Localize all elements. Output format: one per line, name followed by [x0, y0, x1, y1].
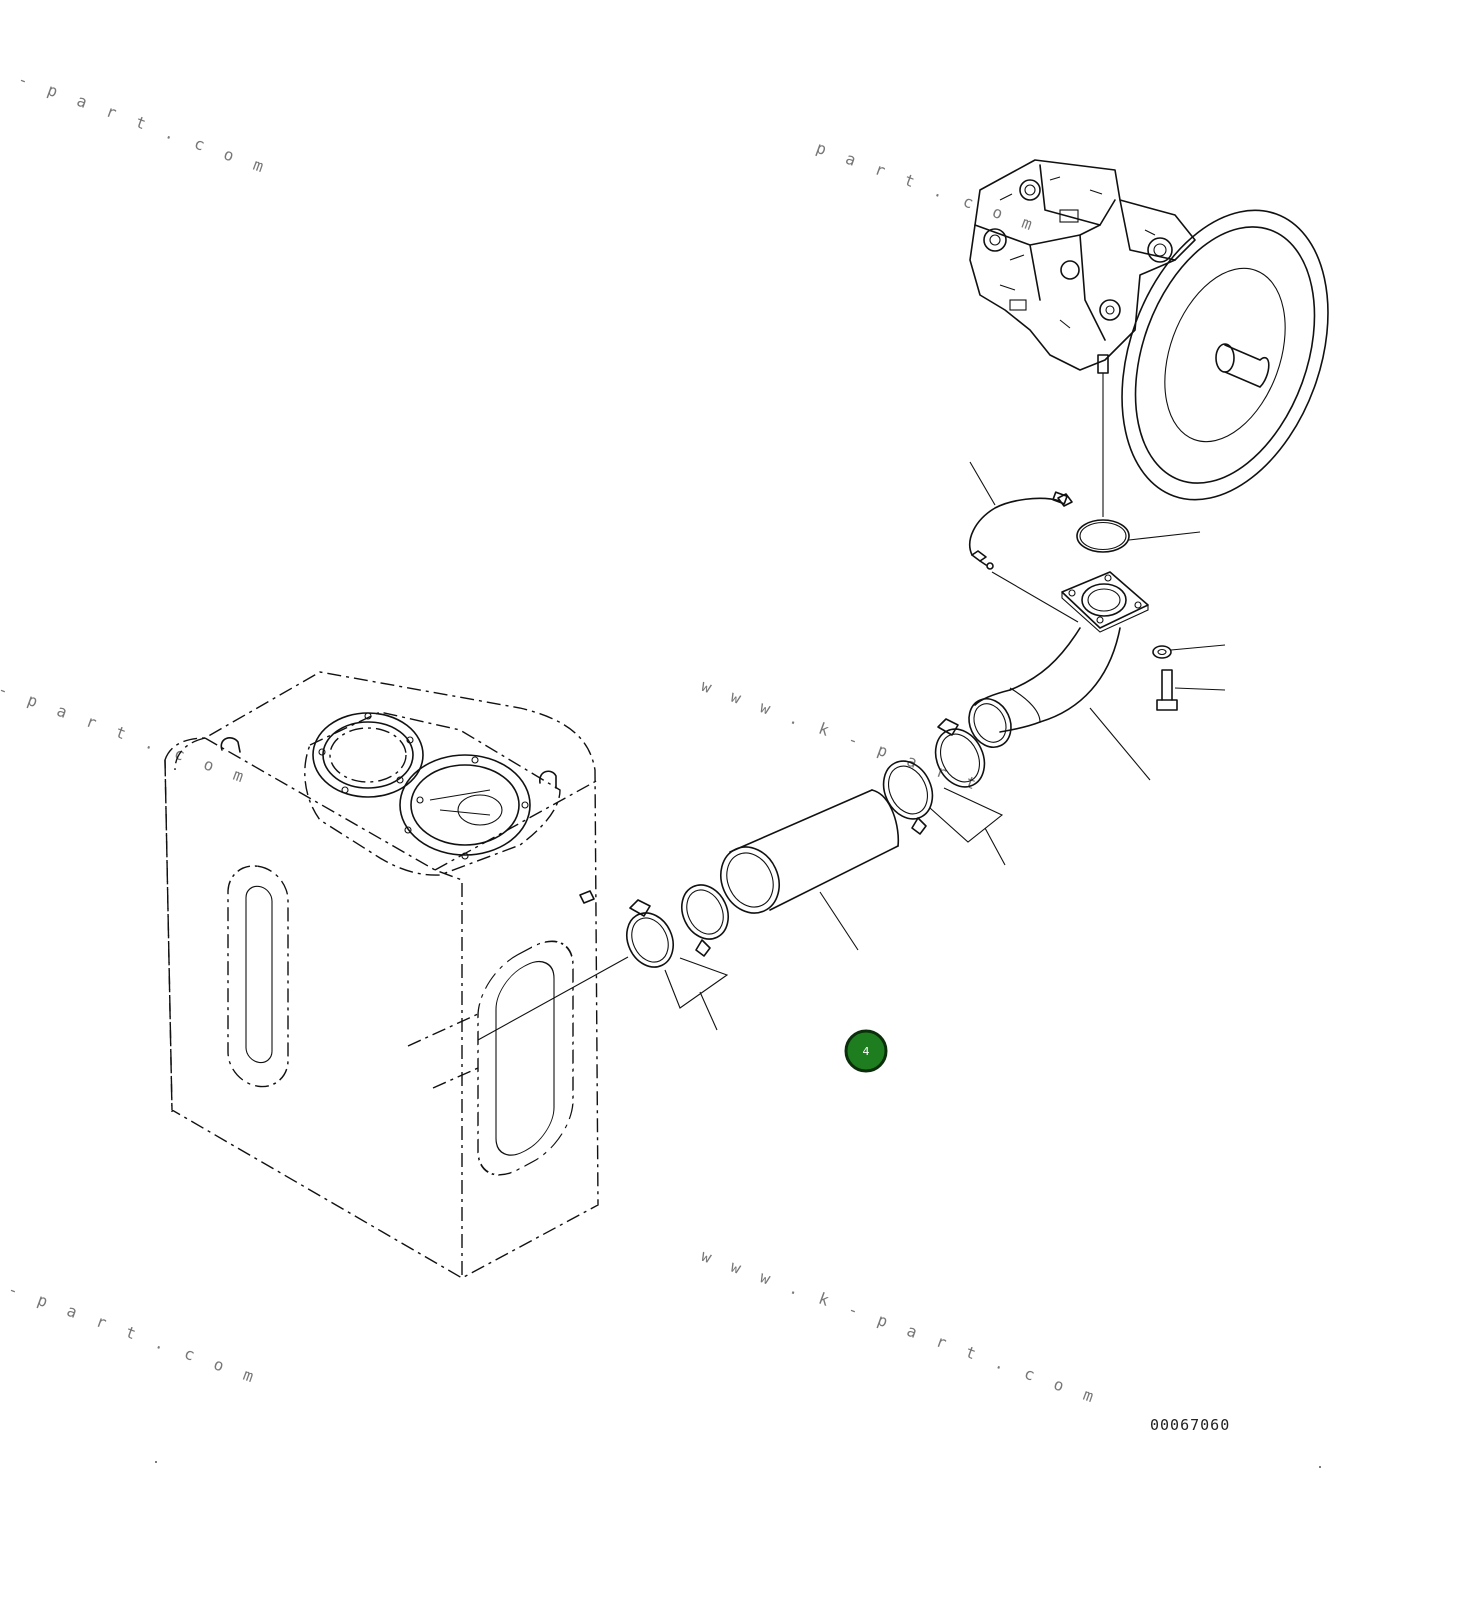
drawing-code: 00067060: [1150, 1416, 1230, 1434]
callout-badge-4[interactable]: 4: [844, 1029, 888, 1073]
watermark-text: w w w . k - p a r t . c o m: [0, 16, 272, 178]
watermark-text: p a r t . c o m: [814, 138, 1041, 236]
callout-label: 4: [863, 1045, 870, 1058]
bolt[interactable]: [1156, 669, 1226, 711]
suction-elbow-flange[interactable]: [961, 571, 1151, 781]
watermark-group: w w w . k - p a r t . c o m p a r t . c …: [0, 16, 1102, 1408]
watermark-text: w w w . k - p a r t . c o m: [0, 626, 252, 788]
suction-hose[interactable]: [710, 789, 900, 951]
main-pump-assembly[interactable]: [969, 159, 1366, 528]
hydraulic-tank[interactable]: [164, 671, 599, 1279]
hose-clamp-upper[interactable]: [874, 718, 1006, 866]
watermark-text: w w w . k - p a r t . c o m: [0, 1226, 262, 1388]
watermark-text: w w w . k - p a r t . c o m: [699, 1246, 1102, 1408]
callout-circle[interactable]: [844, 1029, 888, 1073]
washer[interactable]: [1152, 644, 1226, 659]
hose-clamp-lower[interactable]: [477, 877, 737, 1041]
sensor-harness[interactable]: [969, 461, 1079, 623]
o-ring[interactable]: [1076, 519, 1201, 553]
